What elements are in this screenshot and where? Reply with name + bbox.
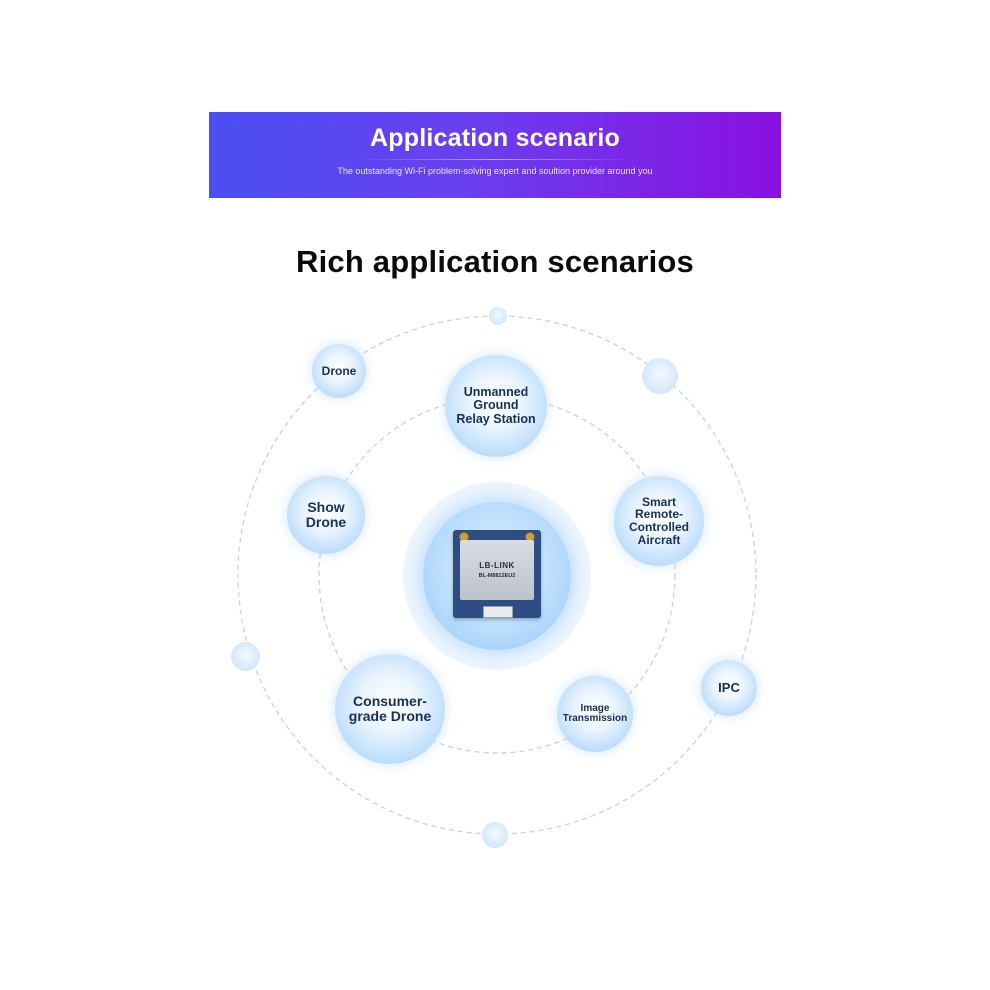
banner-title: Application scenario bbox=[370, 124, 620, 152]
orbit-dot-top-right bbox=[642, 358, 678, 394]
scenario-relay-station-label: Unmanned Ground Relay Station bbox=[456, 385, 536, 426]
scenario-image-transmission-label: Image Transmission bbox=[562, 702, 628, 724]
scenario-smart-aircraft-label: Smart Remote- Controlled Aircraft bbox=[629, 494, 689, 547]
module-connector-icon bbox=[483, 606, 513, 618]
scenario-drone: Drone bbox=[312, 344, 366, 398]
scenario-smart-aircraft: Smart Remote- Controlled Aircraft bbox=[614, 476, 704, 566]
module-brand: LB-LINK bbox=[479, 561, 515, 570]
scenario-ipc: IPC bbox=[701, 660, 757, 716]
scenario-show-drone-label: Show Drone bbox=[305, 499, 347, 530]
module-model: BL-M8812EU2 bbox=[478, 573, 516, 579]
scenario-consumer-drone: Consumer- grade Drone bbox=[335, 654, 445, 764]
scenario-drone-label: Drone bbox=[321, 363, 357, 378]
scenario-image-transmission: Image Transmission bbox=[557, 676, 633, 752]
section-heading: Rich application scenarios bbox=[296, 244, 694, 279]
orbit-dot-bottom bbox=[482, 822, 508, 848]
scenario-ipc-label: IPC bbox=[718, 680, 740, 696]
banner-divider bbox=[359, 159, 631, 160]
header-banner: Application scenario The outstanding Wi-… bbox=[209, 112, 781, 198]
module-shield: LB-LINK BL-M8812EU2 bbox=[460, 540, 534, 600]
wifi-module-image: LB-LINK BL-M8812EU2 bbox=[453, 530, 541, 618]
scenario-show-drone: Show Drone bbox=[287, 476, 365, 554]
scenario-relay-station: Unmanned Ground Relay Station bbox=[445, 355, 547, 457]
scenario-consumer-drone-label: Consumer- grade Drone bbox=[348, 693, 432, 724]
banner-subtitle: The outstanding Wi-Fi problem-solving ex… bbox=[337, 166, 653, 176]
orbit-dot-top bbox=[489, 307, 507, 325]
orbit-dot-left bbox=[231, 642, 260, 671]
